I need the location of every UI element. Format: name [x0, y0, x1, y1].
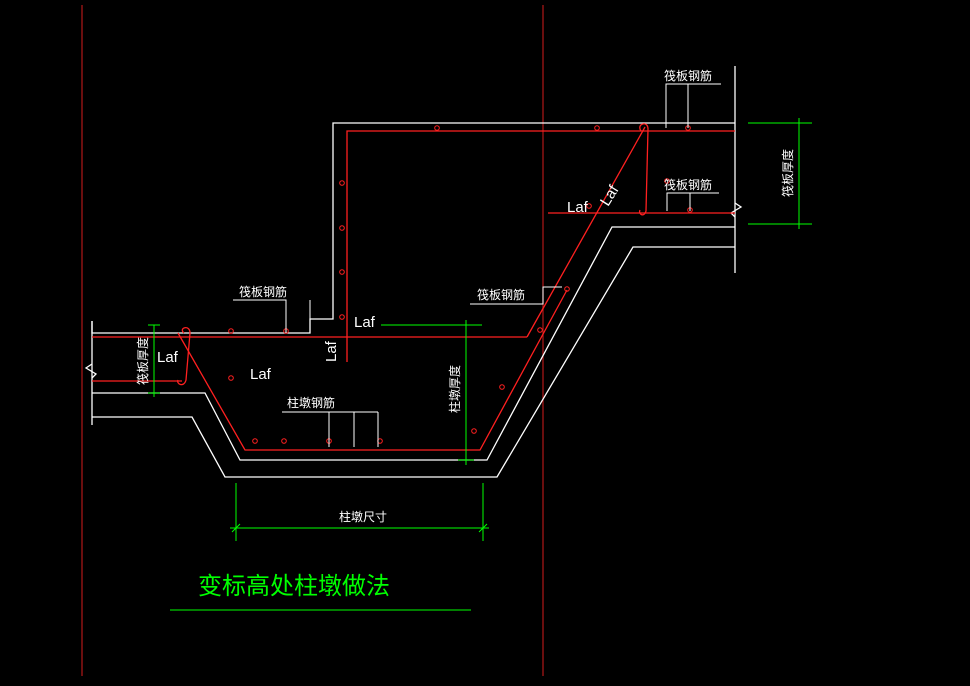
label-raft-thickness-left: 筏板厚度	[135, 337, 150, 385]
pier-slope-rebar	[526, 126, 646, 338]
label-raft-rebar-left: 筏板钢筋	[239, 284, 287, 299]
rebar-dot	[281, 438, 287, 444]
label-pier-thickness: 柱墩厚度	[447, 365, 462, 413]
rebar-dot	[228, 328, 234, 334]
rebar-dot	[339, 225, 345, 231]
rebar-dot	[252, 438, 258, 444]
label-raft-rebar-top: 筏板钢筋	[664, 68, 712, 83]
leader-raft-rebar-left	[233, 299, 287, 333]
drawing-title: 变标高处柱墩做法	[198, 572, 390, 600]
rebar-dot	[564, 286, 570, 292]
rebar-dot	[499, 384, 505, 390]
concrete-outline	[84, 66, 743, 478]
label-raft-thickness-right: 筏板厚度	[780, 149, 795, 197]
hook-right	[638, 123, 649, 216]
rebar-lines	[92, 123, 735, 451]
label-laf-middle: Laf	[354, 314, 376, 331]
rebar-dot	[228, 375, 234, 381]
break-mark-right	[729, 202, 743, 218]
axis-lines	[81, 5, 544, 676]
leader-lines	[233, 83, 721, 447]
rebar-dot	[594, 125, 600, 131]
rebar-dot	[664, 178, 670, 184]
hook-left	[177, 327, 191, 386]
dim-size-tick-left	[231, 523, 241, 533]
text-labels: 筏板钢筋 筏板钢筋 筏板钢筋 筏板钢筋 柱墩钢筋 Laf Laf Laf Laf…	[135, 68, 795, 600]
pier-inner-outline	[92, 226, 735, 461]
rebar-dot	[471, 428, 477, 434]
raft-top-outline	[91, 122, 735, 334]
rebar-dot	[434, 125, 440, 131]
label-pier-size: 柱墩尺寸	[339, 509, 387, 524]
rebar-dot	[586, 203, 592, 209]
rebar-dot	[339, 314, 345, 320]
label-raft-rebar-mid: 筏板钢筋	[664, 177, 712, 192]
rebar-dot	[339, 180, 345, 186]
label-pier-rebar: 柱墩钢筋	[287, 395, 335, 410]
leader-pier-rebar-right	[470, 286, 562, 305]
pier-outer-outline	[92, 246, 735, 478]
pier-bottom-rebar	[177, 289, 568, 451]
upper-raft-rebar	[346, 130, 735, 362]
label-laf-vertical: Laf	[323, 340, 340, 362]
label-laf-left: Laf	[157, 349, 179, 366]
leader-raft-rebar-top	[665, 83, 721, 128]
label-raft-rebar-right: 筏板钢筋	[477, 287, 525, 302]
label-laf-upper: Laf	[567, 199, 589, 216]
rebar-dot	[339, 269, 345, 275]
dimension-lines	[148, 118, 812, 611]
leader-raft-rebar-mid	[666, 192, 719, 211]
break-mark-left	[84, 363, 98, 379]
rebar-dot	[537, 327, 543, 333]
dim-size-tick-right	[478, 523, 488, 533]
label-laf-bottom: Laf	[250, 366, 272, 383]
